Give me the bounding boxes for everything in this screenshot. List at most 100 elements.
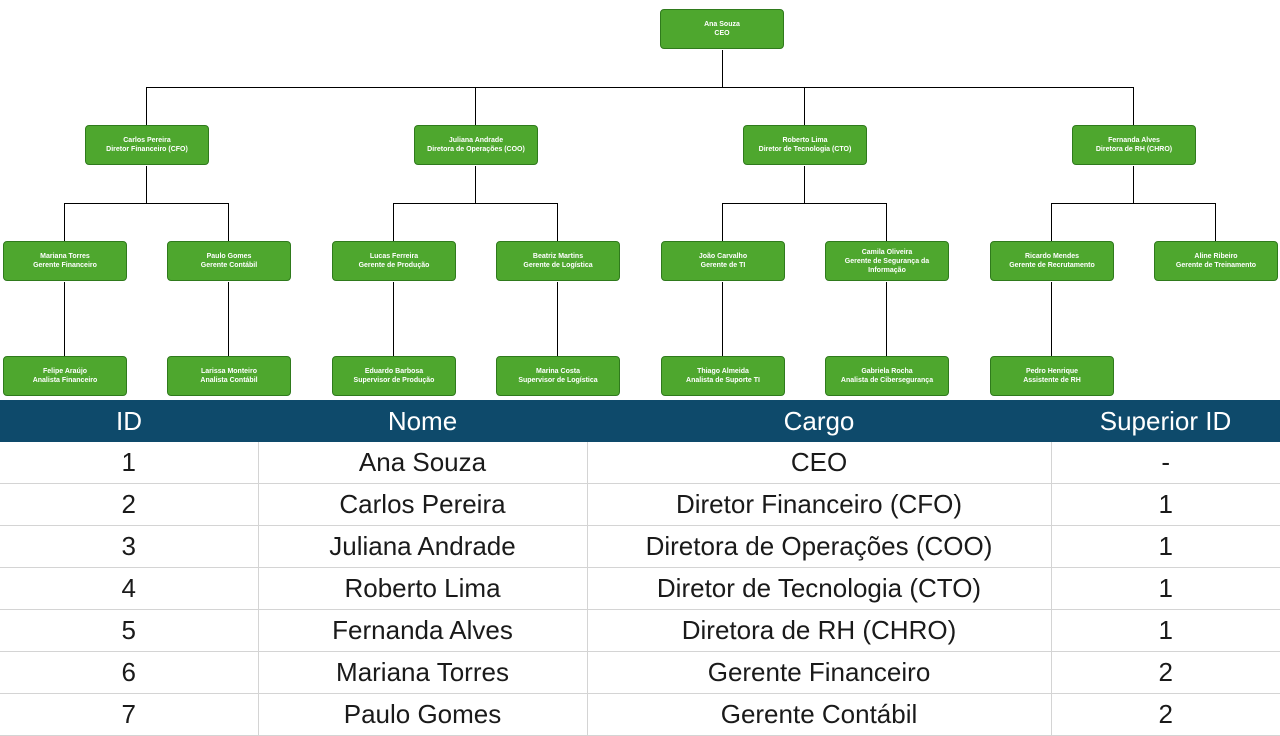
connector bbox=[1051, 203, 1216, 204]
node-role: Gerente Financeiro bbox=[33, 262, 97, 269]
org-node-coo: Juliana Andrade Diretora de Operações (C… bbox=[414, 125, 538, 165]
table-row: 1 Ana Souza CEO - bbox=[0, 442, 1280, 484]
node-name: Ana Souza bbox=[704, 21, 740, 28]
org-node-manager: Mariana Torres Gerente Financeiro bbox=[3, 241, 127, 281]
node-role: Gerente de Treinamento bbox=[1175, 262, 1257, 269]
cell-superior-id[interactable]: 1 bbox=[1051, 567, 1280, 610]
node-role: Gerente de Segurança da Informação bbox=[844, 257, 930, 274]
node-name: Carlos Pereira bbox=[123, 137, 171, 144]
org-chart: Ana Souza CEO Carlos Pereira Diretor Fin… bbox=[3, 9, 1278, 396]
cell-id[interactable]: 6 bbox=[0, 651, 259, 694]
cell-superior-id[interactable]: 2 bbox=[1051, 651, 1280, 694]
node-role: Analista de Cibersegurança bbox=[840, 377, 934, 384]
node-role: Diretor Financeiro (CFO) bbox=[106, 146, 188, 153]
node-role: Analista Financeiro bbox=[32, 377, 98, 384]
cell-superior-id[interactable]: 1 bbox=[1051, 525, 1280, 568]
cell-nome[interactable]: Mariana Torres bbox=[258, 651, 588, 694]
node-name: Thiago Almeida bbox=[697, 368, 749, 375]
node-role: Assistente de RH bbox=[1023, 377, 1081, 384]
connector bbox=[146, 87, 1134, 88]
org-node-staff: Felipe Araújo Analista Financeiro bbox=[3, 356, 127, 396]
table-row: 3 Juliana Andrade Diretora de Operações … bbox=[0, 525, 1280, 568]
cell-cargo[interactable]: Gerente Contábil bbox=[587, 693, 1052, 736]
cell-cargo[interactable]: Diretora de Operações (COO) bbox=[587, 525, 1052, 568]
cell-superior-id[interactable]: - bbox=[1051, 442, 1280, 484]
connector bbox=[886, 203, 887, 241]
cell-nome[interactable]: Ana Souza bbox=[258, 442, 588, 484]
connector bbox=[64, 203, 65, 241]
connector bbox=[393, 203, 394, 241]
table-row: 5 Fernanda Alves Diretora de RH (CHRO) 1 bbox=[0, 609, 1280, 652]
cell-id[interactable]: 7 bbox=[0, 693, 259, 736]
cell-id[interactable]: 3 bbox=[0, 525, 259, 568]
node-role: Diretor de Tecnologia (CTO) bbox=[758, 146, 852, 153]
cell-superior-id[interactable]: 1 bbox=[1051, 483, 1280, 526]
org-node-cfo: Carlos Pereira Diretor Financeiro (CFO) bbox=[85, 125, 209, 165]
table-row: 6 Mariana Torres Gerente Financeiro 2 bbox=[0, 651, 1280, 694]
org-node-chro: Fernanda Alves Diretora de RH (CHRO) bbox=[1072, 125, 1196, 165]
node-role: Gerente de Recrutamento bbox=[1009, 262, 1095, 269]
cell-cargo[interactable]: CEO bbox=[587, 442, 1052, 484]
connector bbox=[1051, 282, 1052, 356]
cell-nome[interactable]: Roberto Lima bbox=[258, 567, 588, 610]
connector bbox=[722, 50, 723, 87]
column-header-cargo[interactable]: Cargo bbox=[587, 400, 1051, 442]
org-node-manager: Paulo Gomes Gerente Contábil bbox=[167, 241, 291, 281]
cell-cargo[interactable]: Diretor de Tecnologia (CTO) bbox=[587, 567, 1052, 610]
cell-nome[interactable]: Fernanda Alves bbox=[258, 609, 588, 652]
node-name: Marina Costa bbox=[536, 368, 580, 375]
node-name: Pedro Henrique bbox=[1025, 368, 1079, 375]
connector bbox=[557, 203, 558, 241]
org-node-staff: Larissa Monteiro Analista Contábil bbox=[167, 356, 291, 396]
table-header-row: ID Nome Cargo Superior ID bbox=[0, 400, 1280, 442]
node-name: Roberto Lima bbox=[782, 137, 828, 144]
node-name: Ricardo Mendes bbox=[1024, 253, 1080, 260]
cell-id[interactable]: 1 bbox=[0, 442, 259, 484]
node-name: Aline Ribeiro bbox=[1194, 253, 1238, 260]
node-name: Felipe Araújo bbox=[42, 368, 88, 375]
connector bbox=[146, 166, 147, 203]
cell-superior-id[interactable]: 2 bbox=[1051, 693, 1280, 736]
column-header-id[interactable]: ID bbox=[0, 400, 258, 442]
column-header-nome[interactable]: Nome bbox=[258, 400, 587, 442]
node-role: Analista Contábil bbox=[200, 377, 258, 384]
cell-cargo[interactable]: Diretora de RH (CHRO) bbox=[587, 609, 1052, 652]
connector bbox=[1051, 203, 1052, 241]
node-role: Supervisor de Produção bbox=[353, 377, 435, 384]
cell-nome[interactable]: Carlos Pereira bbox=[258, 483, 588, 526]
node-role: Gerente Contábil bbox=[200, 262, 258, 269]
cell-id[interactable]: 5 bbox=[0, 609, 259, 652]
node-name: Paulo Gomes bbox=[206, 253, 252, 260]
org-node-staff: Marina Costa Supervisor de Logística bbox=[496, 356, 620, 396]
node-role: Gerente de TI bbox=[700, 262, 746, 269]
connector bbox=[886, 282, 887, 356]
node-name: Juliana Andrade bbox=[448, 137, 504, 144]
cell-nome[interactable]: Juliana Andrade bbox=[258, 525, 588, 568]
cell-cargo[interactable]: Gerente Financeiro bbox=[587, 651, 1052, 694]
connector bbox=[1133, 166, 1134, 203]
node-name: Fernanda Alves bbox=[1108, 137, 1160, 144]
cell-cargo[interactable]: Diretor Financeiro (CFO) bbox=[587, 483, 1052, 526]
connector bbox=[804, 166, 805, 203]
org-node-manager: João Carvalho Gerente de TI bbox=[661, 241, 785, 281]
cell-id[interactable]: 2 bbox=[0, 483, 259, 526]
connector bbox=[228, 203, 229, 241]
org-node-manager: Aline Ribeiro Gerente de Treinamento bbox=[1154, 241, 1278, 281]
org-node-staff: Gabriela Rocha Analista de Ciberseguranç… bbox=[825, 356, 949, 396]
table-row: 2 Carlos Pereira Diretor Financeiro (CFO… bbox=[0, 483, 1280, 526]
column-header-superior-id[interactable]: Superior ID bbox=[1051, 400, 1280, 442]
node-role: Analista de Suporte TI bbox=[686, 377, 760, 384]
connector bbox=[475, 166, 476, 203]
org-node-cto: Roberto Lima Diretor de Tecnologia (CTO) bbox=[743, 125, 867, 165]
connector bbox=[804, 87, 805, 125]
cell-nome[interactable]: Paulo Gomes bbox=[258, 693, 588, 736]
cell-superior-id[interactable]: 1 bbox=[1051, 609, 1280, 652]
cell-id[interactable]: 4 bbox=[0, 567, 259, 610]
table-row: 4 Roberto Lima Diretor de Tecnologia (CT… bbox=[0, 567, 1280, 610]
org-node-staff: Pedro Henrique Assistente de RH bbox=[990, 356, 1114, 396]
connector bbox=[722, 203, 887, 204]
node-role: Diretora de RH (CHRO) bbox=[1095, 146, 1173, 153]
node-name: Eduardo Barbosa bbox=[364, 368, 424, 375]
node-name: Mariana Torres bbox=[40, 253, 90, 260]
node-name: João Carvalho bbox=[698, 253, 748, 260]
